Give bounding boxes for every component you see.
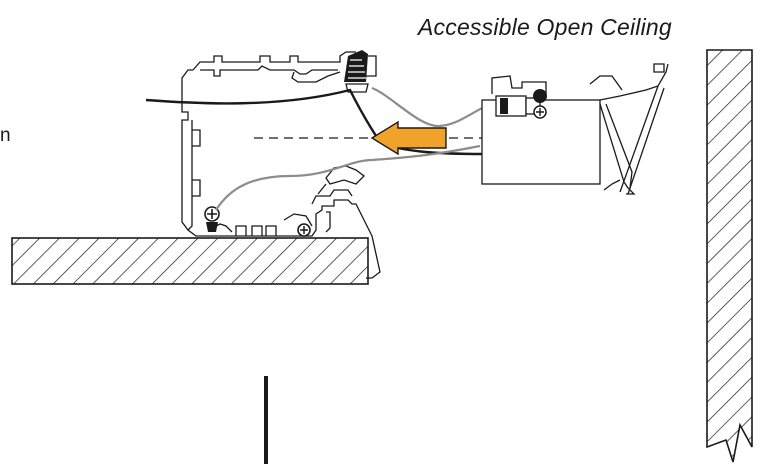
- left-arrow-icon: [370, 120, 447, 156]
- ground-screw-left: [204, 206, 220, 232]
- box-screw: [533, 89, 547, 119]
- truncated-edge-text: n: [0, 125, 11, 146]
- gray-wires: [215, 86, 501, 211]
- driver-box: [481, 63, 669, 195]
- wire-nut-icon: [344, 50, 369, 93]
- housing-profile: [181, 51, 381, 279]
- hatched-wall: [706, 49, 753, 463]
- vertical-marker-line: [264, 376, 268, 464]
- ceiling-type-title: Accessible Open Ceiling: [418, 14, 672, 40]
- supply-wire-black: [145, 88, 485, 156]
- ground-screw-right: [297, 223, 311, 237]
- hatched-slab: [11, 237, 369, 285]
